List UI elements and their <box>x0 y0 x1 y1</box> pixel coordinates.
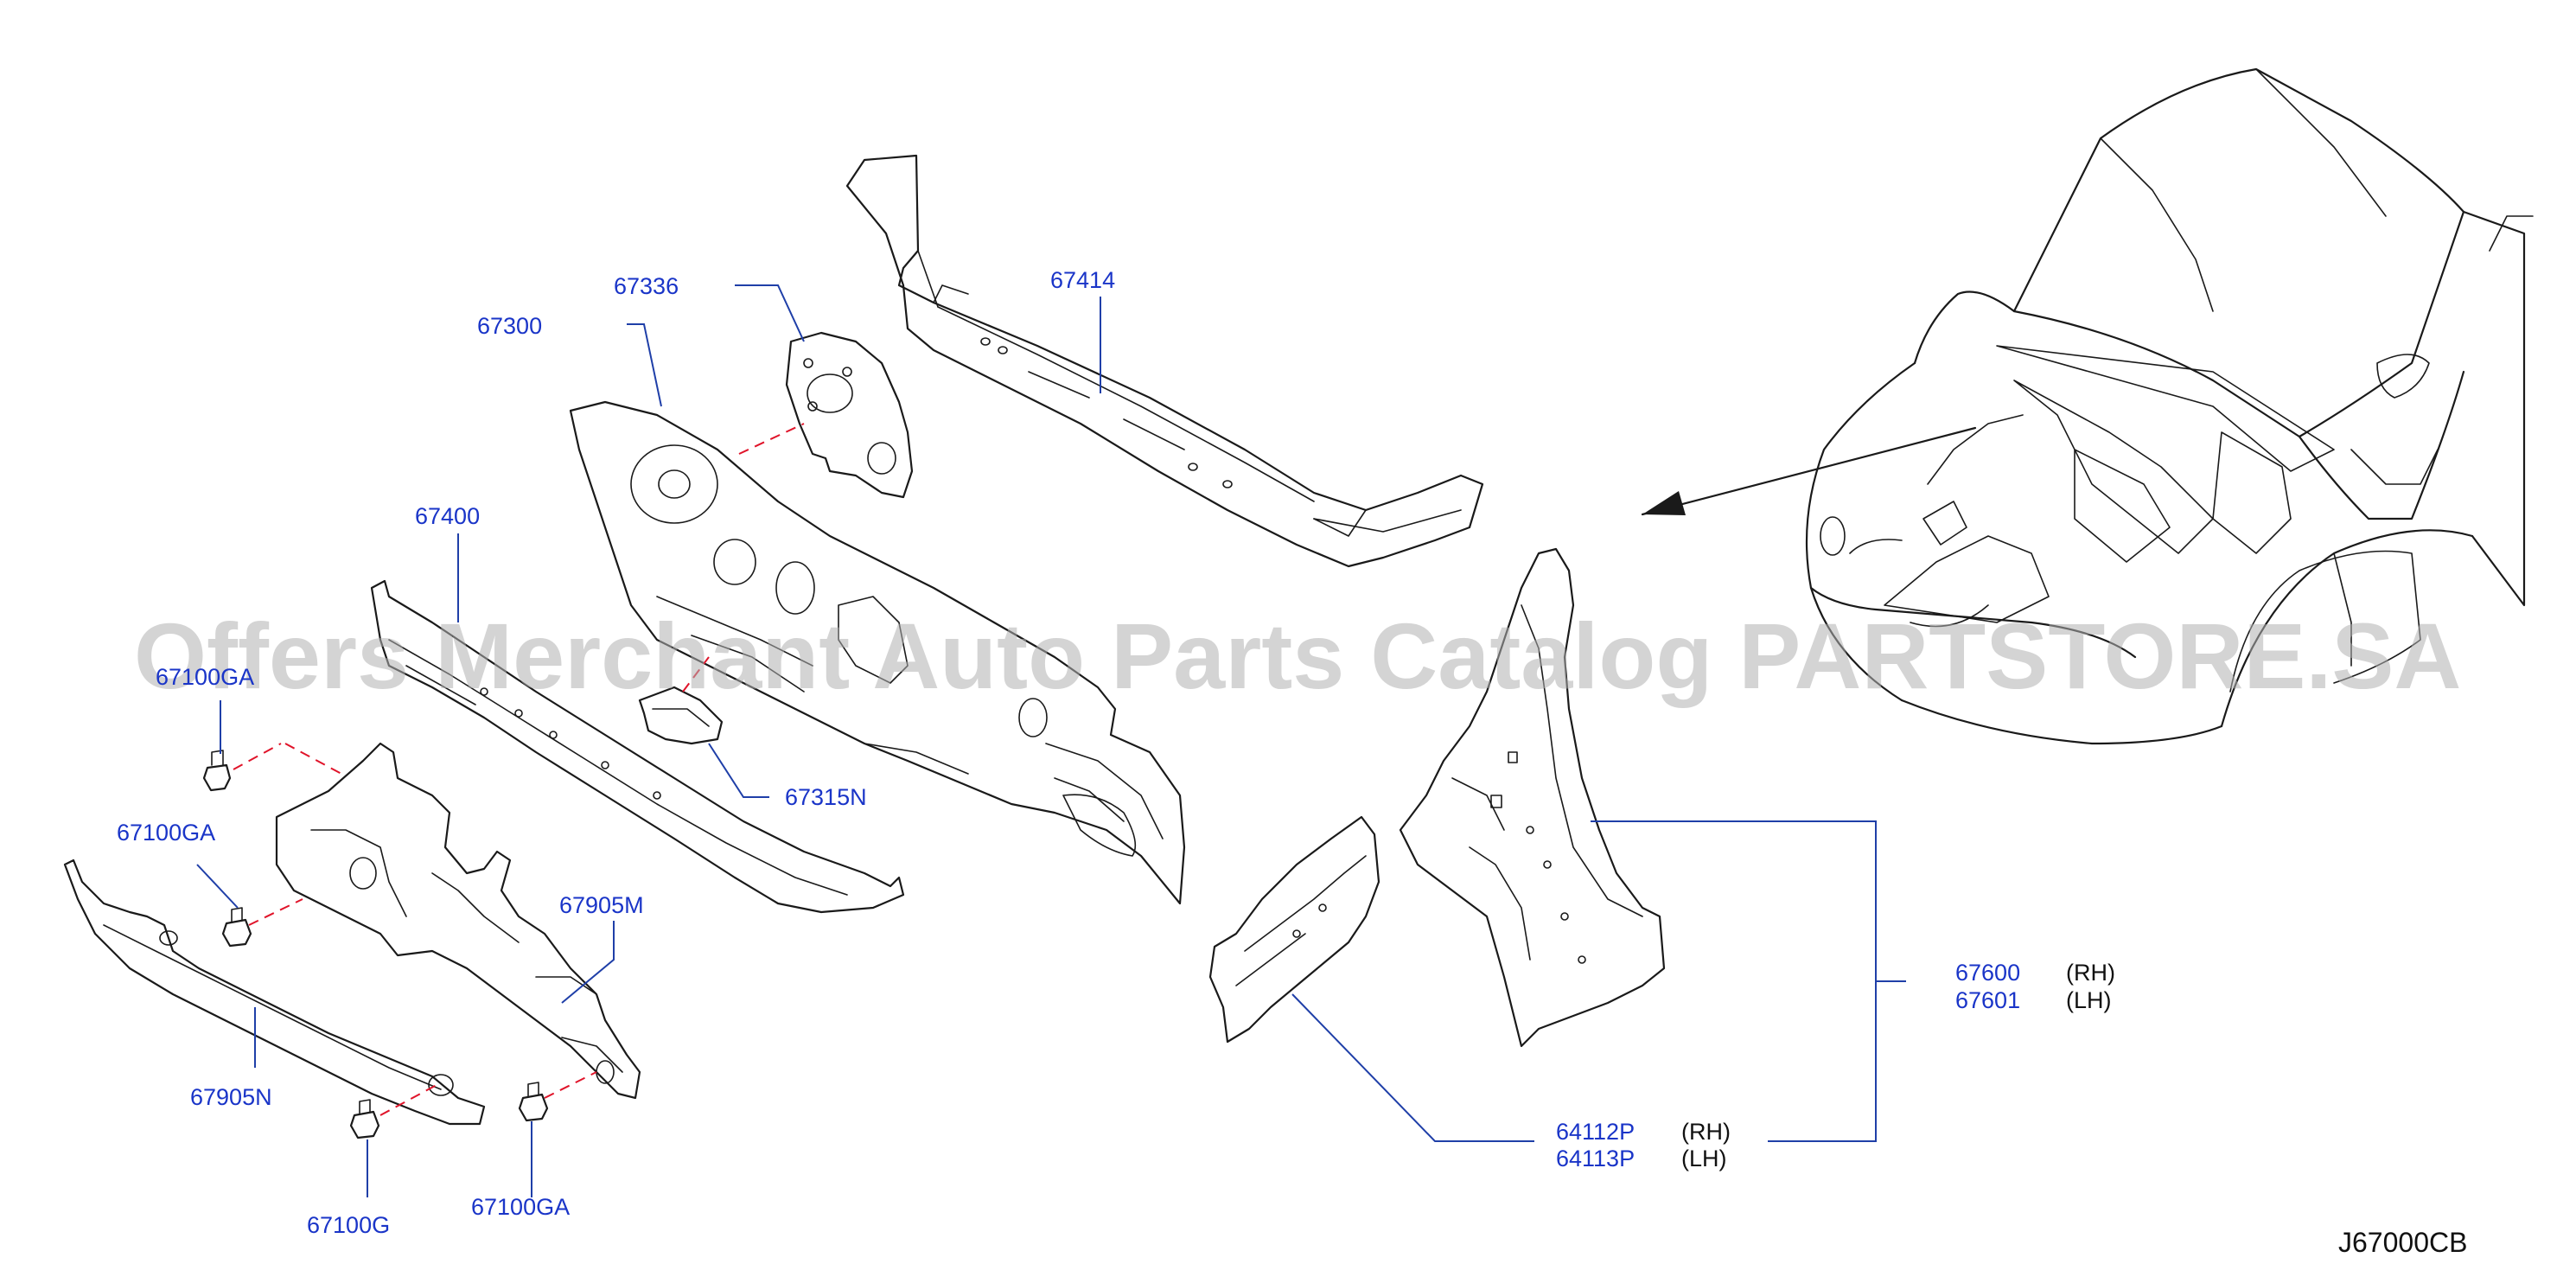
label-67905n[interactable]: 67905N <box>190 1084 272 1110</box>
clip-67100ga-top <box>202 750 232 792</box>
clip-67100ga-bottom <box>518 1082 549 1122</box>
clip-67100g <box>349 1099 380 1139</box>
label-67100ga-mid[interactable]: 67100GA <box>117 820 215 846</box>
part-67315n-bracket <box>638 686 724 745</box>
label-67601[interactable]: 67601 <box>1955 987 2020 1013</box>
part-67336-plate <box>785 331 914 499</box>
side-64113p: (LH) <box>1681 1146 1727 1171</box>
label-67300[interactable]: 67300 <box>477 313 542 339</box>
part-64112p-apron <box>1208 815 1380 1044</box>
label-67400[interactable]: 67400 <box>415 503 480 529</box>
leader-lines <box>196 284 1906 1197</box>
side-67601: (LH) <box>2066 987 2112 1013</box>
label-67100ga-top[interactable]: 67100GA <box>156 664 254 690</box>
side-67600: (RH) <box>2066 960 2115 986</box>
label-67414[interactable]: 67414 <box>1050 267 1115 293</box>
part-labels: 67336 67414 67300 67400 67100GA 67100GA … <box>117 267 2020 1238</box>
label-67905m[interactable]: 67905M <box>559 892 644 918</box>
label-64112p[interactable]: 64112P <box>1556 1119 1635 1145</box>
side-64112p: (RH) <box>1681 1119 1731 1145</box>
part-67905n-insulator <box>63 859 486 1126</box>
hidden-lines <box>233 423 805 1116</box>
label-67100ga-bottom[interactable]: 67100GA <box>471 1194 570 1220</box>
label-64113p[interactable]: 64113P <box>1556 1146 1635 1171</box>
part-67300-dash-panel <box>569 400 1186 905</box>
diagram-reference-code: J67000CB <box>2338 1227 2467 1258</box>
part-67400-cross-member <box>370 579 905 914</box>
label-67336[interactable]: 67336 <box>614 273 679 299</box>
side-qualifiers: (RH) (LH) (RH) (LH) <box>1681 960 2115 1171</box>
part-67600-side-panel <box>1399 547 1666 1048</box>
part-67414-cowl-top <box>845 154 1484 568</box>
clip-67100ga-mid <box>221 907 252 948</box>
label-67600[interactable]: 67600 <box>1955 960 2020 986</box>
label-67100g[interactable]: 67100G <box>307 1212 390 1238</box>
part-67905m-insulator <box>275 742 641 1100</box>
vehicle-location-illustration <box>1641 67 2534 745</box>
label-67315n[interactable]: 67315N <box>785 784 867 810</box>
watermark-text: Offers Merchant Auto Parts Catalog PARTS… <box>134 603 2461 708</box>
